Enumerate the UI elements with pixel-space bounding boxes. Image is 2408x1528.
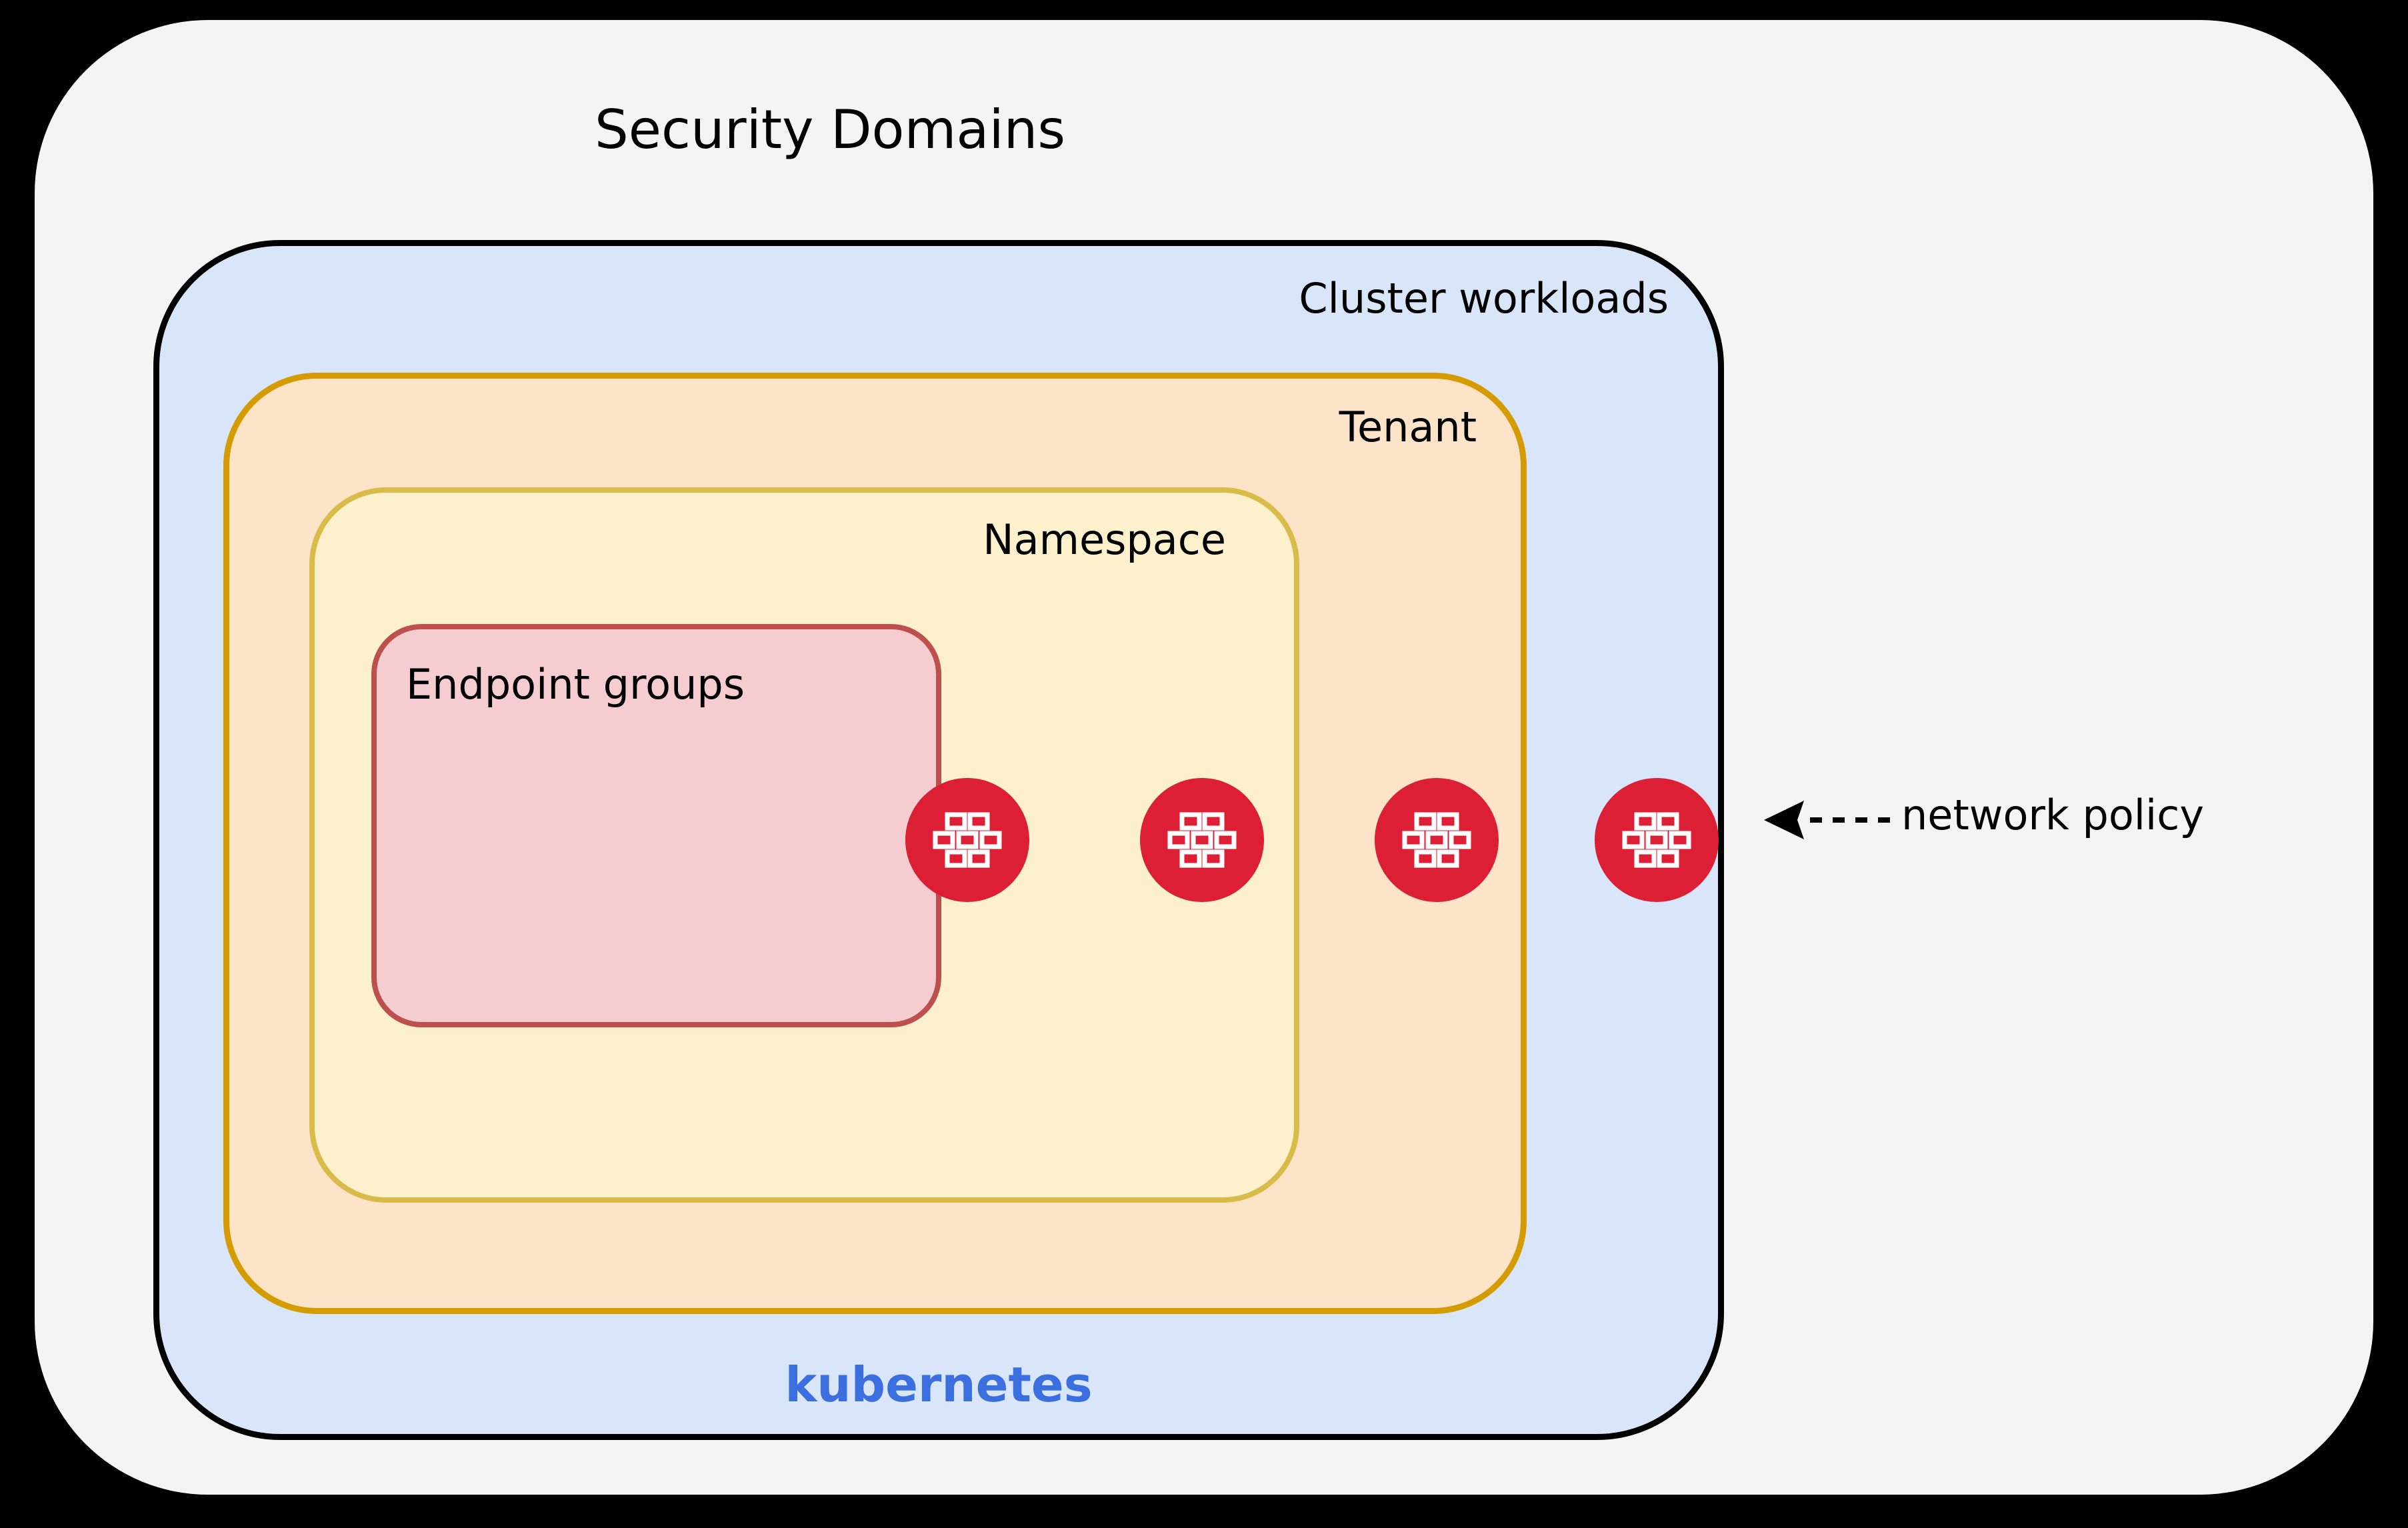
domain-label-endpoint-groups: Endpoint groups	[406, 660, 745, 709]
domain-box-cluster-workloads[interactable]: Cluster workloads Tenant Namespace Endpo…	[153, 240, 1724, 1440]
firewall-brick-icon-cluster[interactable]	[1595, 778, 1719, 902]
domain-box-namespace[interactable]: Namespace Endpoint groups	[309, 487, 1299, 1203]
security-domains-panel: Security Domains Cluster workloads Tenan…	[35, 20, 2373, 1495]
firewall-brick-icon-endpoint-groups[interactable]	[905, 778, 1029, 902]
domain-box-endpoint-groups[interactable]: Endpoint groups	[371, 624, 941, 1027]
network-policy-arrow-icon	[1764, 801, 1890, 839]
domain-label-namespace: Namespace	[983, 515, 1226, 564]
firewall-brick-icon-tenant[interactable]	[1375, 778, 1499, 902]
domain-label-cluster-workloads: Cluster workloads	[1299, 274, 1669, 323]
domain-box-tenant[interactable]: Tenant Namespace Endpoint groups	[223, 373, 1527, 1314]
domain-label-tenant: Tenant	[1339, 403, 1477, 451]
firewall-brick-icon-namespace[interactable]	[1140, 778, 1264, 902]
network-policy-annotation-label: network policy	[1901, 791, 2205, 839]
page-title: Security Domains	[595, 99, 1066, 161]
kubernetes-wordmark: kubernetes	[785, 1357, 1093, 1413]
